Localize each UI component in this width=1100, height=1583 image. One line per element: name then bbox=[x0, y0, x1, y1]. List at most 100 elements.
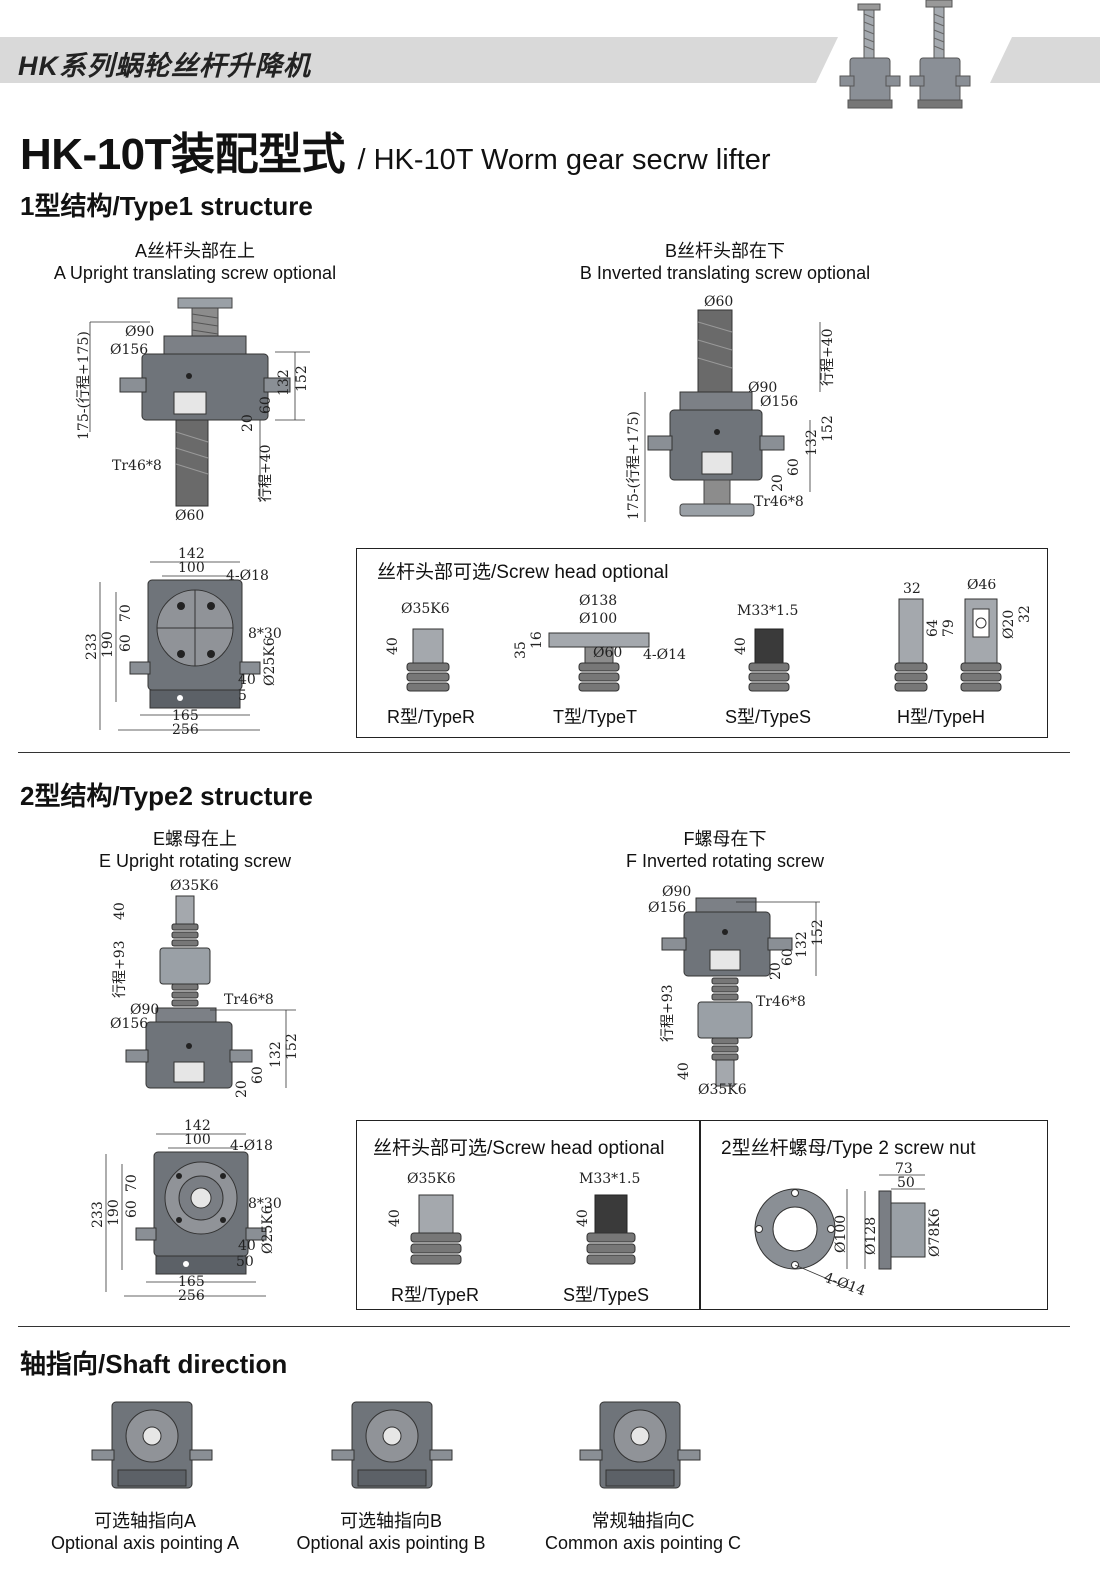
dim-shaft: Ø25K6 bbox=[260, 1205, 276, 1254]
shaft-c-cn: 常规轴指向C bbox=[591, 1511, 695, 1531]
shaft-a-caption: 可选轴指向A Optional axis pointing A bbox=[30, 1510, 260, 1554]
header-banner bbox=[0, 37, 1100, 83]
typeT-35: 35 bbox=[513, 641, 529, 659]
dim-key: 8*30 bbox=[248, 626, 282, 642]
dim-100: 100 bbox=[184, 1132, 211, 1148]
dim-70: 70 bbox=[118, 604, 134, 622]
dim-d90: Ø90 bbox=[125, 324, 154, 340]
typeR-label: R型/TypeR bbox=[387, 707, 476, 727]
shaft-a-cn: 可选轴指向A bbox=[93, 1511, 196, 1531]
dim-d35: Ø35K6 bbox=[698, 1082, 747, 1098]
dim-tr46: Tr46*8 bbox=[112, 458, 162, 474]
dim-20: 20 bbox=[240, 414, 256, 432]
typeH-32: 32 bbox=[1017, 605, 1033, 623]
type2-e-drawing: Ø35K6 40 行程+93 Tr46*8 Ø90 Ø156 132 152 6… bbox=[110, 878, 300, 1098]
shaft-b-cn: 可选轴指向B bbox=[339, 1511, 442, 1531]
typeR-h: 40 bbox=[385, 637, 401, 655]
dim-142: 142 bbox=[184, 1118, 211, 1134]
dim-132: 132 bbox=[794, 931, 810, 958]
dim-tr46: Tr46*8 bbox=[754, 494, 804, 510]
typeS-thread: M33*1.5 bbox=[579, 1171, 640, 1187]
dim-stroke93: 行程+93 bbox=[660, 984, 676, 1042]
dim-20: 20 bbox=[768, 962, 784, 980]
panel-divider bbox=[699, 1121, 701, 1309]
dim-d90: Ø90 bbox=[748, 380, 777, 396]
dim-d156: Ø156 bbox=[110, 1016, 148, 1032]
typeT-holes: 4-Ø14 bbox=[643, 647, 686, 663]
type2-heading: 2型结构/Type2 structure bbox=[20, 781, 313, 811]
shaft-c-en: Common axis pointing C bbox=[544, 1533, 742, 1553]
dim-key: 8*30 bbox=[248, 1196, 282, 1212]
divider-2 bbox=[18, 1326, 1070, 1327]
typeH-64: 64 bbox=[925, 619, 941, 637]
typeS-label: S型/TypeS bbox=[563, 1285, 650, 1305]
type1-screw-head-panel: 丝杆头部可选/Screw head optional Ø35K6 40 Ø138… bbox=[356, 548, 1048, 738]
nut-73: 73 bbox=[895, 1161, 913, 1177]
type2-options-panel: 丝杆头部可选/Screw head optional 2型丝杆螺母/Type 2… bbox=[356, 1120, 1048, 1310]
dim-70: 70 bbox=[124, 1174, 140, 1192]
divider-1 bbox=[18, 752, 1070, 753]
shaft-b-caption: 可选轴指向B Optional axis pointing B bbox=[276, 1510, 506, 1554]
dim-d35: Ø35K6 bbox=[170, 878, 219, 894]
type1-b-caption: B丝杆头部在下 B Inverted translating screw opt… bbox=[560, 240, 890, 284]
panel-title: 丝杆头部可选/Screw head optional bbox=[377, 562, 669, 583]
type1-a-drawing: Ø90 Ø156 Tr46*8 Ø60 152 132 60 20 行程+40 … bbox=[76, 297, 310, 524]
type1-b-caption-cn: B丝杆头部在下 bbox=[664, 241, 785, 261]
dim-stroke40: 行程+40 bbox=[820, 328, 836, 386]
nut-holes: 4-Ø14 bbox=[822, 1270, 868, 1300]
dim-142: 142 bbox=[178, 546, 205, 562]
dim-5: 5 bbox=[238, 688, 247, 704]
dim-50: 50 bbox=[236, 1254, 254, 1270]
typeT-d138: Ø138 bbox=[579, 593, 617, 609]
dim-60: 60 bbox=[258, 396, 274, 414]
typeT-16: 16 bbox=[529, 631, 545, 649]
shaft-direction-c bbox=[579, 1401, 701, 1489]
nut-50: 50 bbox=[897, 1175, 915, 1191]
dim-60: 60 bbox=[786, 458, 802, 476]
type1-a-caption: A丝杆头部在上 A Upright translating screw opti… bbox=[40, 240, 350, 284]
dim-20: 20 bbox=[234, 1080, 250, 1098]
type1-b-caption-en: B Inverted translating screw optional bbox=[579, 263, 871, 283]
typeH-d: Ø46 bbox=[967, 579, 996, 593]
dim-256: 256 bbox=[172, 722, 199, 738]
dim-tr46: Tr46*8 bbox=[224, 992, 274, 1008]
shaft-direction-a bbox=[91, 1401, 213, 1489]
dim-60: 60 bbox=[118, 634, 134, 652]
nut-d100: Ø100 bbox=[833, 1215, 849, 1253]
dim-d90: Ø90 bbox=[662, 884, 691, 900]
dim-152: 152 bbox=[820, 415, 836, 442]
dim-tr46: Tr46*8 bbox=[756, 994, 806, 1010]
type1-plan-view: 142 100 4-Ø18 8*30 Ø25K6 40 5 233 190 70… bbox=[84, 546, 282, 738]
shaft-c-caption: 常规轴指向C Common axis pointing C bbox=[528, 1510, 758, 1554]
shaft-a-en: Optional axis pointing A bbox=[50, 1533, 240, 1553]
screw-head-drawings: Ø35K6 40 Ø138 Ø100 Ø60 4-Ø14 35 16 M33*1… bbox=[385, 579, 1033, 692]
screw-head-title: 丝杆头部可选/Screw head optional bbox=[373, 1138, 665, 1159]
typeT-d100: Ø100 bbox=[579, 611, 617, 627]
typeR-d: Ø35K6 bbox=[407, 1171, 456, 1187]
typeT-d60: Ø60 bbox=[593, 645, 622, 661]
dim-shaft: Ø25K6 bbox=[262, 637, 278, 686]
type2-screw-heads: Ø35K6 40 M33*1.5 40 bbox=[387, 1171, 640, 1265]
dim-152: 152 bbox=[284, 1033, 300, 1060]
dim-152: 152 bbox=[294, 365, 310, 392]
dim-233: 233 bbox=[84, 633, 100, 660]
typeS-h: 40 bbox=[733, 637, 749, 655]
dim-stroke40: 行程+40 bbox=[258, 444, 274, 502]
type2-e-caption-cn: E螺母在上 bbox=[152, 829, 237, 849]
nut-d78: Ø78K6 bbox=[927, 1208, 943, 1257]
dim-stroke93: 行程+93 bbox=[112, 940, 128, 998]
dim-60: 60 bbox=[780, 948, 796, 966]
dim-233: 233 bbox=[90, 1201, 106, 1228]
typeH-label: H型/TypeH bbox=[897, 707, 986, 727]
dim-d90: Ø90 bbox=[130, 1002, 159, 1018]
dim-132: 132 bbox=[268, 1041, 284, 1068]
dim-40: 40 bbox=[238, 1238, 256, 1254]
dim-256: 256 bbox=[178, 1288, 205, 1304]
type2-f-drawing: Ø90 Ø156 132 152 60 20 Tr46*8 行程+93 40 Ø… bbox=[648, 884, 826, 1098]
nut-d128: Ø128 bbox=[863, 1217, 879, 1255]
dim-132: 132 bbox=[804, 429, 820, 456]
shaft-direction-b bbox=[331, 1401, 453, 1489]
dim-60: 60 bbox=[124, 1200, 140, 1218]
nut-title: 2型丝杆螺母/Type 2 screw nut bbox=[721, 1138, 976, 1159]
dim-d156: Ø156 bbox=[110, 342, 148, 358]
